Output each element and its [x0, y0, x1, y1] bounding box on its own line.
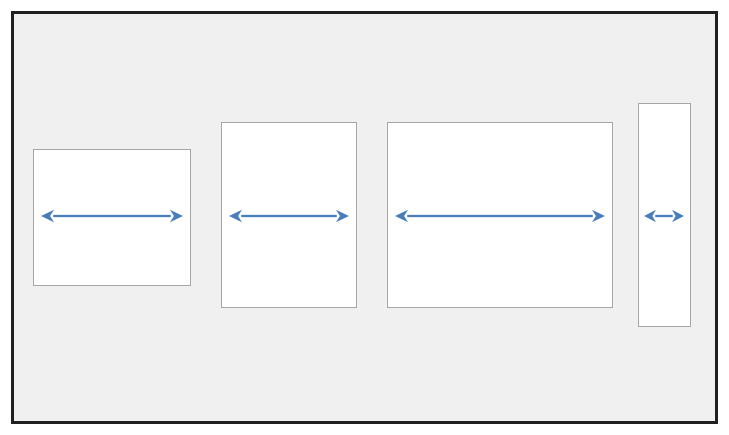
width-arrow-4-shaft	[655, 214, 673, 218]
width-arrow-4-right-arrowhead-icon	[672, 209, 684, 223]
width-arrow-4-left-arrowhead-icon	[644, 209, 656, 223]
width-arrow-3[interactable]	[381, 201, 619, 231]
width-arrow-2-right-arrowhead-icon	[336, 209, 349, 223]
width-arrow-2-shaft	[241, 214, 337, 218]
width-arrow-3-shaft	[407, 214, 593, 218]
width-arrow-2-left-arrowhead-icon	[229, 209, 242, 223]
width-arrow-3-right-arrowhead-icon	[592, 209, 605, 223]
width-arrow-1-right-arrowhead-icon	[170, 209, 183, 223]
width-arrow-1-shaft	[53, 214, 171, 218]
width-arrow-1-left-arrowhead-icon	[41, 209, 54, 223]
width-arrow-4[interactable]	[630, 201, 698, 231]
rectangle-1[interactable]	[33, 149, 191, 286]
width-arrow-2[interactable]	[215, 201, 363, 231]
width-arrow-3-left-arrowhead-icon	[395, 209, 408, 223]
width-arrow-1[interactable]	[27, 201, 197, 231]
